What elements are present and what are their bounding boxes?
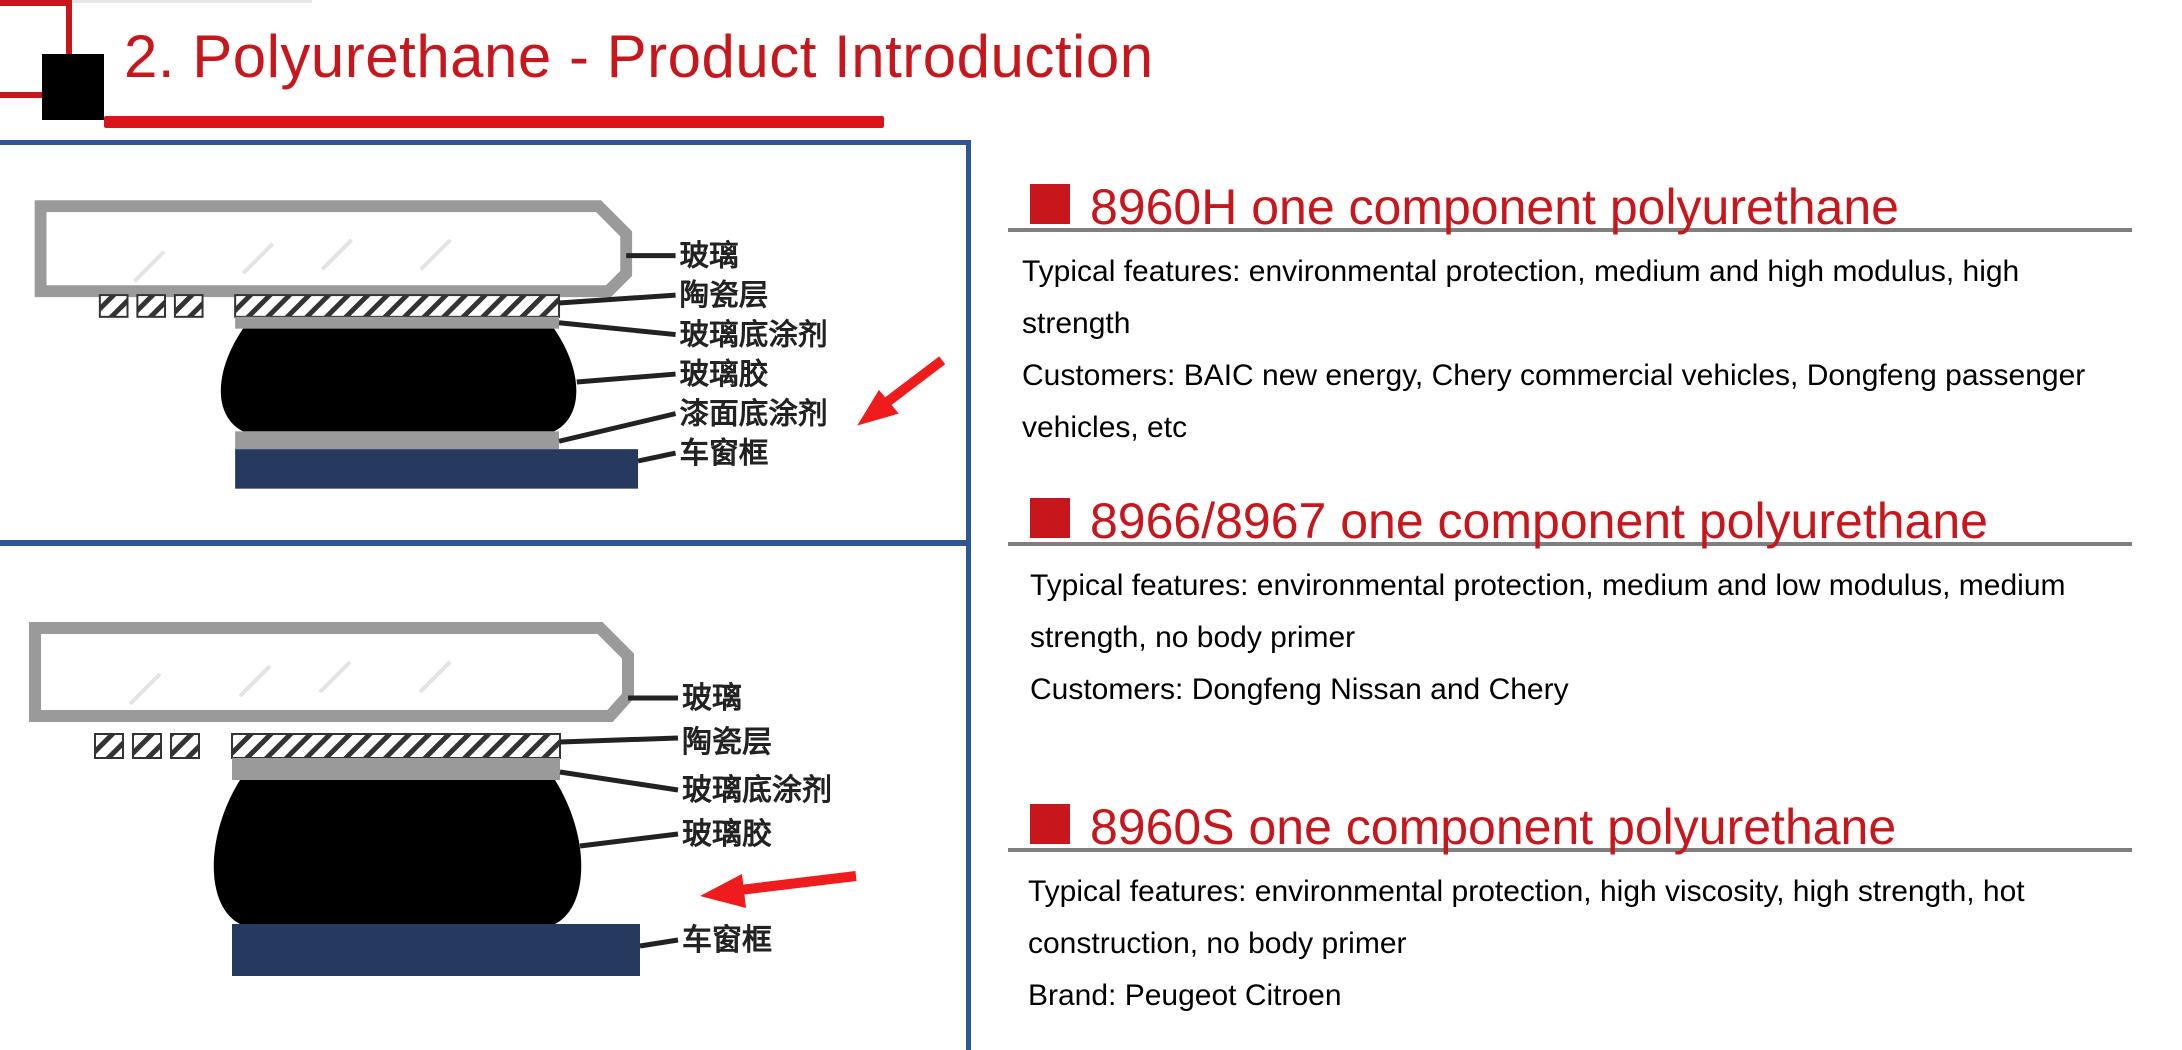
product-customers: Customers: Dongfeng Nissan and Chery	[1030, 673, 1569, 706]
leader-lines	[558, 253, 677, 464]
label-ceramic-layer: 陶瓷层	[682, 725, 772, 760]
leader-lines	[559, 695, 679, 949]
label-glass: 玻璃	[680, 238, 739, 272]
glass-layer	[34, 200, 633, 298]
product-brand: Brand: Peugeot Citroen	[1028, 979, 1342, 1012]
product-features: Typical features: environmental protecti…	[1028, 875, 2025, 960]
ceramic-layer	[94, 733, 561, 759]
page-title: 2. Polyurethane - Product Introduction	[124, 23, 1154, 90]
product-title: 8960H one component polyurethane	[1090, 179, 1899, 235]
glass-layer	[29, 622, 634, 722]
product-description: Typical features: environmental protecti…	[1008, 852, 2132, 1022]
label-adhesive: 玻璃胶	[680, 357, 769, 391]
product-section-8966-8967: 8966/8967 one component polyurethane Typ…	[1008, 464, 2132, 716]
title-top-line	[72, 0, 312, 3]
label-ceramic-layer: 陶瓷层	[680, 278, 769, 312]
red-square-bullet-icon	[1030, 804, 1070, 844]
label-adhesive: 玻璃胶	[682, 817, 772, 852]
product-customers: Customers: BAIC new energy, Chery commer…	[1022, 359, 2086, 444]
product-features: Typical features: environmental protecti…	[1030, 569, 2066, 654]
title-underline	[104, 116, 884, 128]
diagram-panel-bottom: 玻璃 陶瓷层 玻璃底涂剂 玻璃胶 车窗框	[0, 541, 971, 1050]
label-window-frame: 车窗框	[682, 923, 772, 958]
ceramic-layer	[98, 294, 561, 318]
product-features: Typical features: environmental protecti…	[1022, 255, 2020, 340]
glass-primer-layer	[235, 316, 560, 329]
label-glass: 玻璃	[682, 681, 742, 716]
label-glass-primer: 玻璃底涂剂	[682, 773, 832, 808]
product-description: Typical features: environmental protecti…	[1008, 546, 2132, 716]
diagram-panel-top: 玻璃 陶瓷层 玻璃底涂剂 玻璃胶 漆面底涂剂 车窗框	[0, 140, 971, 545]
product-section-8960h: 8960H one component polyurethane Typical…	[1008, 150, 2132, 454]
glass-primer-layer	[232, 758, 560, 780]
red-arrow-icon	[857, 356, 946, 426]
product-header: 8960S one component polyurethane	[1008, 770, 2132, 855]
adhesive-bead	[213, 780, 582, 924]
windshield-bonding-diagram-with-body-primer: 玻璃 陶瓷层 玻璃底涂剂 玻璃胶 漆面底涂剂 车窗框	[34, 200, 946, 489]
label-glass-primer: 玻璃底涂剂	[680, 317, 828, 351]
red-square-bullet-icon	[1030, 184, 1070, 224]
body-primer-layer	[235, 431, 560, 450]
product-header: 8966/8967 one component polyurethane	[1008, 464, 2132, 549]
window-frame-layer	[232, 924, 640, 976]
adhesive-bead	[220, 328, 577, 432]
title-frame-decoration	[0, 0, 72, 98]
title-black-square	[42, 54, 104, 120]
product-section-8960s: 8960S one component polyurethane Typical…	[1008, 770, 2132, 1022]
product-description: Typical features: environmental protecti…	[1008, 232, 2132, 454]
product-title: 8960S one component polyurethane	[1090, 799, 1897, 855]
red-square-bullet-icon	[1030, 498, 1070, 538]
window-frame-layer	[235, 449, 639, 489]
windshield-bonding-diagram-no-body-primer: 玻璃 陶瓷层 玻璃底涂剂 玻璃胶 车窗框	[29, 622, 857, 976]
product-header: 8960H one component polyurethane	[1008, 150, 2132, 235]
product-title: 8966/8967 one component polyurethane	[1090, 493, 1988, 549]
label-body-primer: 漆面底涂剂	[680, 396, 828, 430]
red-arrow-icon	[700, 871, 857, 908]
label-window-frame: 车窗框	[680, 436, 769, 470]
